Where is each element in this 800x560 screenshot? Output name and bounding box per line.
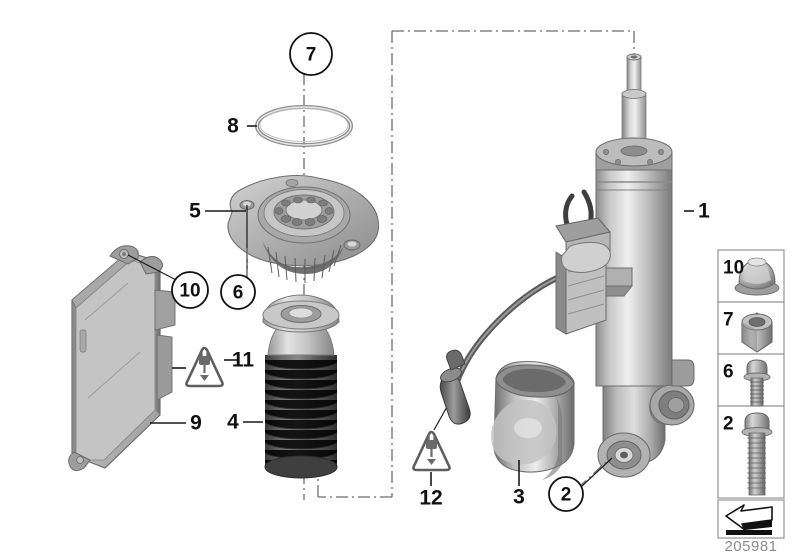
leader-10-to-ecu: [127, 254, 183, 284]
leader-2-lower: [581, 457, 613, 487]
direction-arrow-icon: [725, 504, 773, 535]
part-dust-boot: [262, 294, 340, 479]
legend-label-10: 10: [723, 258, 744, 279]
part-protective-cover: [491, 360, 575, 480]
warning-icon-12: [412, 404, 451, 486]
callout-5: 5: [189, 200, 201, 223]
callout-11: 11: [232, 349, 255, 372]
callout-1: 1: [698, 200, 710, 223]
part-control-unit: [68, 245, 176, 472]
callout-4: 4: [227, 411, 239, 434]
leader-12-to-cable: [433, 404, 449, 431]
callout-9: 9: [190, 412, 202, 435]
callout-layer: 1 2 3 4 5 6 7 8 9 10 11 12: [171, 32, 710, 512]
callout-2-ring: [548, 476, 584, 512]
callout-7-ring: [289, 32, 333, 76]
callout-12: 12: [419, 487, 442, 510]
legend-label-6: 6: [723, 362, 734, 383]
legend-icon-lock-nut: [741, 312, 773, 353]
callout-6-ring: [220, 274, 256, 310]
callout-8: 8: [227, 115, 239, 138]
legend-label-2: 2: [723, 414, 734, 435]
direction-arrow-box: [717, 499, 785, 539]
legend-icon-cap-nut: [734, 257, 780, 296]
callout-2: 2: [561, 485, 572, 506]
callout-10: 10: [179, 281, 200, 302]
part-damper-valve-actuator: [555, 189, 633, 335]
plug-icon: [426, 436, 437, 465]
callout-6: 6: [233, 283, 244, 304]
callout-10-ring: [171, 271, 209, 309]
warning-icon-11: [172, 346, 238, 388]
legend-label-7: 7: [723, 310, 734, 331]
diagram-id-label: 205981: [724, 538, 777, 555]
callout-7: 7: [306, 45, 317, 66]
plug-icon: [199, 352, 210, 381]
legend-panel: 10 7 6: [717, 249, 785, 499]
part-shock-absorber: [585, 53, 695, 478]
legend-icon-bolt-short: [743, 359, 771, 407]
callout-3: 3: [513, 486, 525, 509]
part-strut-mount: [227, 174, 380, 283]
leader-2-dashdot: [577, 461, 607, 489]
legend-icon-bolt-long: [741, 412, 773, 496]
